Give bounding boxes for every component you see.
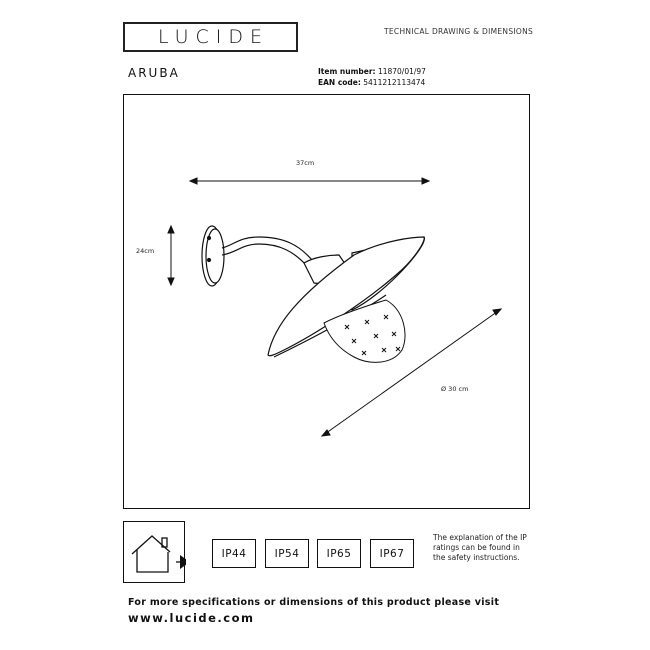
product-name: ARUBA (128, 66, 180, 80)
ean-label: EAN code: (318, 77, 361, 87)
ean-value: 5411212113474 (363, 77, 426, 87)
lamp-arm (221, 236, 313, 266)
wall-plate (201, 225, 225, 287)
width-dimension-line (188, 177, 431, 185)
house-icon (131, 535, 190, 573)
technical-drawing: 37cm 24cm Ø 30 cm (123, 94, 530, 509)
item-number-value: 11870/01/97 (377, 67, 426, 76)
height-dimension-label: 24cm (136, 247, 155, 255)
glass-dots (344, 314, 401, 356)
diameter-dimension-label: Ø 30 cm (441, 385, 469, 393)
ip54-badge: IP54 (265, 539, 309, 568)
ip-rating-panel: IP44 IP54 IP65 IP67 (123, 521, 422, 583)
ip67-badge: IP67 (370, 539, 414, 568)
lamp-drawing (167, 177, 503, 437)
house-icon-box (123, 521, 190, 583)
brand-logo: LUCIDE (123, 22, 298, 52)
product-meta: Item number: 11870/01/97 EAN code: 54112… (318, 67, 426, 88)
height-dimension-line (167, 224, 175, 287)
footer-text: For more specifications or dimensions of… (128, 597, 500, 608)
ip65-badge: IP65 (317, 539, 361, 568)
diameter-dimension-line (320, 308, 503, 437)
ip-rating-note: The explanation of the IP ratings can be… (433, 533, 527, 562)
footer-url-link[interactable]: www.lucide.com (128, 611, 255, 625)
width-dimension-label: 37cm (296, 159, 315, 167)
item-number-label: Item number: (318, 67, 376, 76)
ip44-badge: IP44 (212, 539, 256, 568)
page-title: TECHNICAL DRAWING & DIMENSIONS (384, 27, 534, 36)
